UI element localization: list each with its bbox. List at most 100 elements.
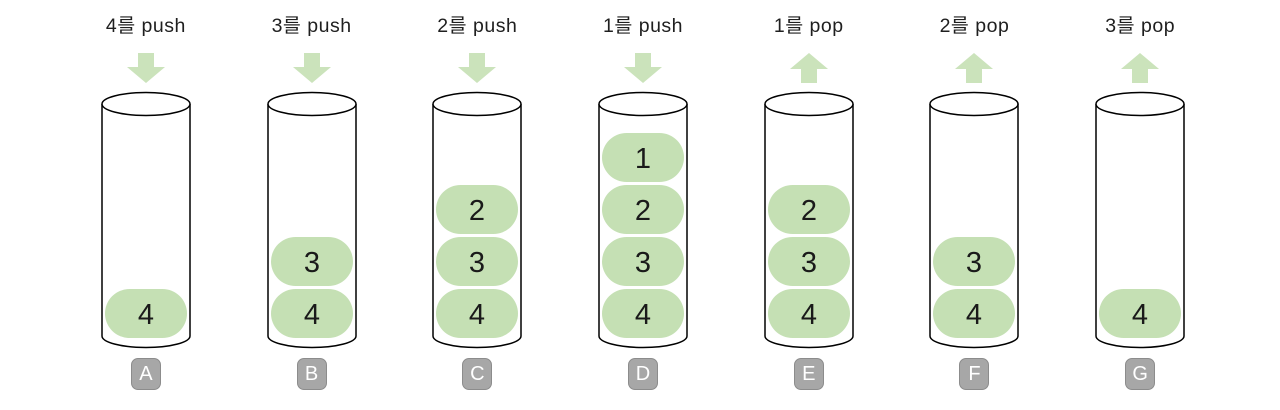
badge-label: A bbox=[139, 362, 153, 385]
operation-label: 2를 pop bbox=[939, 15, 1010, 37]
cylinder-body bbox=[266, 104, 357, 349]
operation-label: 1를 push bbox=[603, 15, 684, 37]
stack-item: 2 bbox=[436, 185, 519, 234]
badge-label: G bbox=[1132, 362, 1148, 385]
cylinder-top bbox=[266, 91, 357, 117]
stack-item-value: 3 bbox=[635, 247, 651, 279]
stack-cylinder: 1 2 3 4 bbox=[598, 91, 688, 349]
stack-state-column: 4를 push 4 A bbox=[63, 0, 229, 390]
stack-item-value: 3 bbox=[304, 247, 320, 279]
stack-item: 3 bbox=[436, 237, 519, 286]
badge-label: B bbox=[304, 362, 319, 385]
stack-items: 2 3 4 bbox=[436, 185, 519, 338]
stack-item-value: 3 bbox=[801, 247, 817, 279]
stack-item-value: 2 bbox=[801, 195, 817, 227]
stack-item-value: 4 bbox=[469, 299, 485, 331]
pop-up-arrow-icon bbox=[789, 53, 828, 83]
stack-item-value: 4 bbox=[966, 299, 982, 331]
operation-label: 3를 push bbox=[271, 15, 352, 37]
arrow bbox=[292, 53, 331, 83]
badge-label: C bbox=[470, 362, 485, 385]
stack-item-value: 4 bbox=[138, 299, 154, 331]
stack-item: 4 bbox=[1099, 289, 1182, 338]
arrow bbox=[458, 53, 497, 83]
stack-state-column: 1를 push 1 2 3 4 D bbox=[560, 0, 726, 390]
stack-cylinder: 2 3 4 bbox=[763, 91, 854, 349]
stack-state-column: 3를 pop 4 G bbox=[1057, 0, 1223, 390]
stack-item: 4 bbox=[602, 289, 685, 338]
stack-item-value: 3 bbox=[966, 247, 982, 279]
stack-item: 3 bbox=[933, 237, 1016, 286]
arrow bbox=[789, 53, 828, 83]
state-badge: F bbox=[959, 358, 990, 390]
pop-up-arrow-icon bbox=[1121, 53, 1160, 83]
state-badge: C bbox=[462, 358, 493, 390]
push-down-arrow-icon bbox=[458, 53, 497, 83]
columns: 4를 push 4 A 3를 push bbox=[63, 0, 1223, 390]
stack-item: 2 bbox=[767, 185, 850, 234]
cylinder-body bbox=[101, 104, 191, 349]
operation-label: 2를 push bbox=[437, 15, 518, 37]
stack-items: 34 bbox=[933, 237, 1016, 338]
stack-item: 3 bbox=[767, 237, 850, 286]
state-badge: A bbox=[130, 358, 161, 390]
stack-item-value: 4 bbox=[1132, 299, 1148, 331]
arrow bbox=[126, 53, 165, 83]
stack-item: 1 bbox=[602, 133, 685, 182]
push-down-arrow-icon bbox=[624, 53, 663, 83]
operation-label: 1를 pop bbox=[773, 15, 844, 37]
cylinder-top bbox=[763, 91, 854, 117]
state-badge: D bbox=[628, 358, 659, 390]
stack-item: 4 bbox=[104, 289, 187, 338]
stack-item-value: 2 bbox=[469, 195, 485, 227]
badge-label: F bbox=[968, 362, 981, 385]
stack-item: 4 bbox=[933, 289, 1016, 338]
stack-item-value: 3 bbox=[469, 247, 485, 279]
stack-cylinder: 34 bbox=[929, 91, 1020, 349]
cylinder-body bbox=[929, 104, 1020, 349]
stack-item: 4 bbox=[767, 289, 850, 338]
stack-item-value: 4 bbox=[635, 299, 651, 331]
badge-label: E bbox=[802, 362, 816, 385]
stack-cylinder: 4 bbox=[101, 91, 191, 349]
stack-items: 2 3 4 bbox=[767, 185, 850, 338]
cylinder-top bbox=[598, 91, 688, 117]
state-badge: E bbox=[793, 358, 824, 390]
push-down-arrow-icon bbox=[126, 53, 165, 83]
stack-item-value: 4 bbox=[304, 299, 320, 331]
stack-item: 3 bbox=[270, 237, 353, 286]
cylinder-top bbox=[101, 91, 191, 117]
stack-cylinder: 2 3 4 bbox=[432, 91, 523, 349]
arrow bbox=[1121, 53, 1160, 83]
operation-label: 4를 push bbox=[105, 15, 186, 37]
stack-item: 4 bbox=[270, 289, 353, 338]
stack-state-column: 2를 push 2 3 4 C bbox=[394, 0, 560, 390]
stack-items: 4 bbox=[104, 289, 187, 338]
state-badge: G bbox=[1125, 358, 1156, 390]
badge-label: D bbox=[635, 362, 651, 385]
cylinder-top bbox=[432, 91, 523, 117]
stack-item-value: 1 bbox=[635, 143, 651, 175]
stack-state-column: 1를 pop 2 3 4 E bbox=[726, 0, 892, 390]
stack-items: 4 bbox=[1099, 289, 1182, 338]
stack-cylinder: 34 bbox=[266, 91, 357, 349]
stack-cylinder: 4 bbox=[1095, 91, 1185, 349]
stack-item: 4 bbox=[436, 289, 519, 338]
stack-item-value: 2 bbox=[635, 195, 651, 227]
cylinder-top bbox=[1095, 91, 1185, 117]
operation-label: 3를 pop bbox=[1105, 15, 1176, 37]
arrow bbox=[624, 53, 663, 83]
stack-item: 3 bbox=[602, 237, 685, 286]
push-down-arrow-icon bbox=[292, 53, 331, 83]
cylinder-top bbox=[929, 91, 1020, 117]
pop-up-arrow-icon bbox=[955, 53, 994, 83]
stack-item-value: 4 bbox=[801, 299, 817, 331]
stack-items: 1 2 3 4 bbox=[602, 133, 685, 338]
state-badge: B bbox=[296, 358, 327, 390]
stack-items: 34 bbox=[270, 237, 353, 338]
cylinder-body bbox=[1095, 104, 1185, 349]
stack-item: 2 bbox=[602, 185, 685, 234]
